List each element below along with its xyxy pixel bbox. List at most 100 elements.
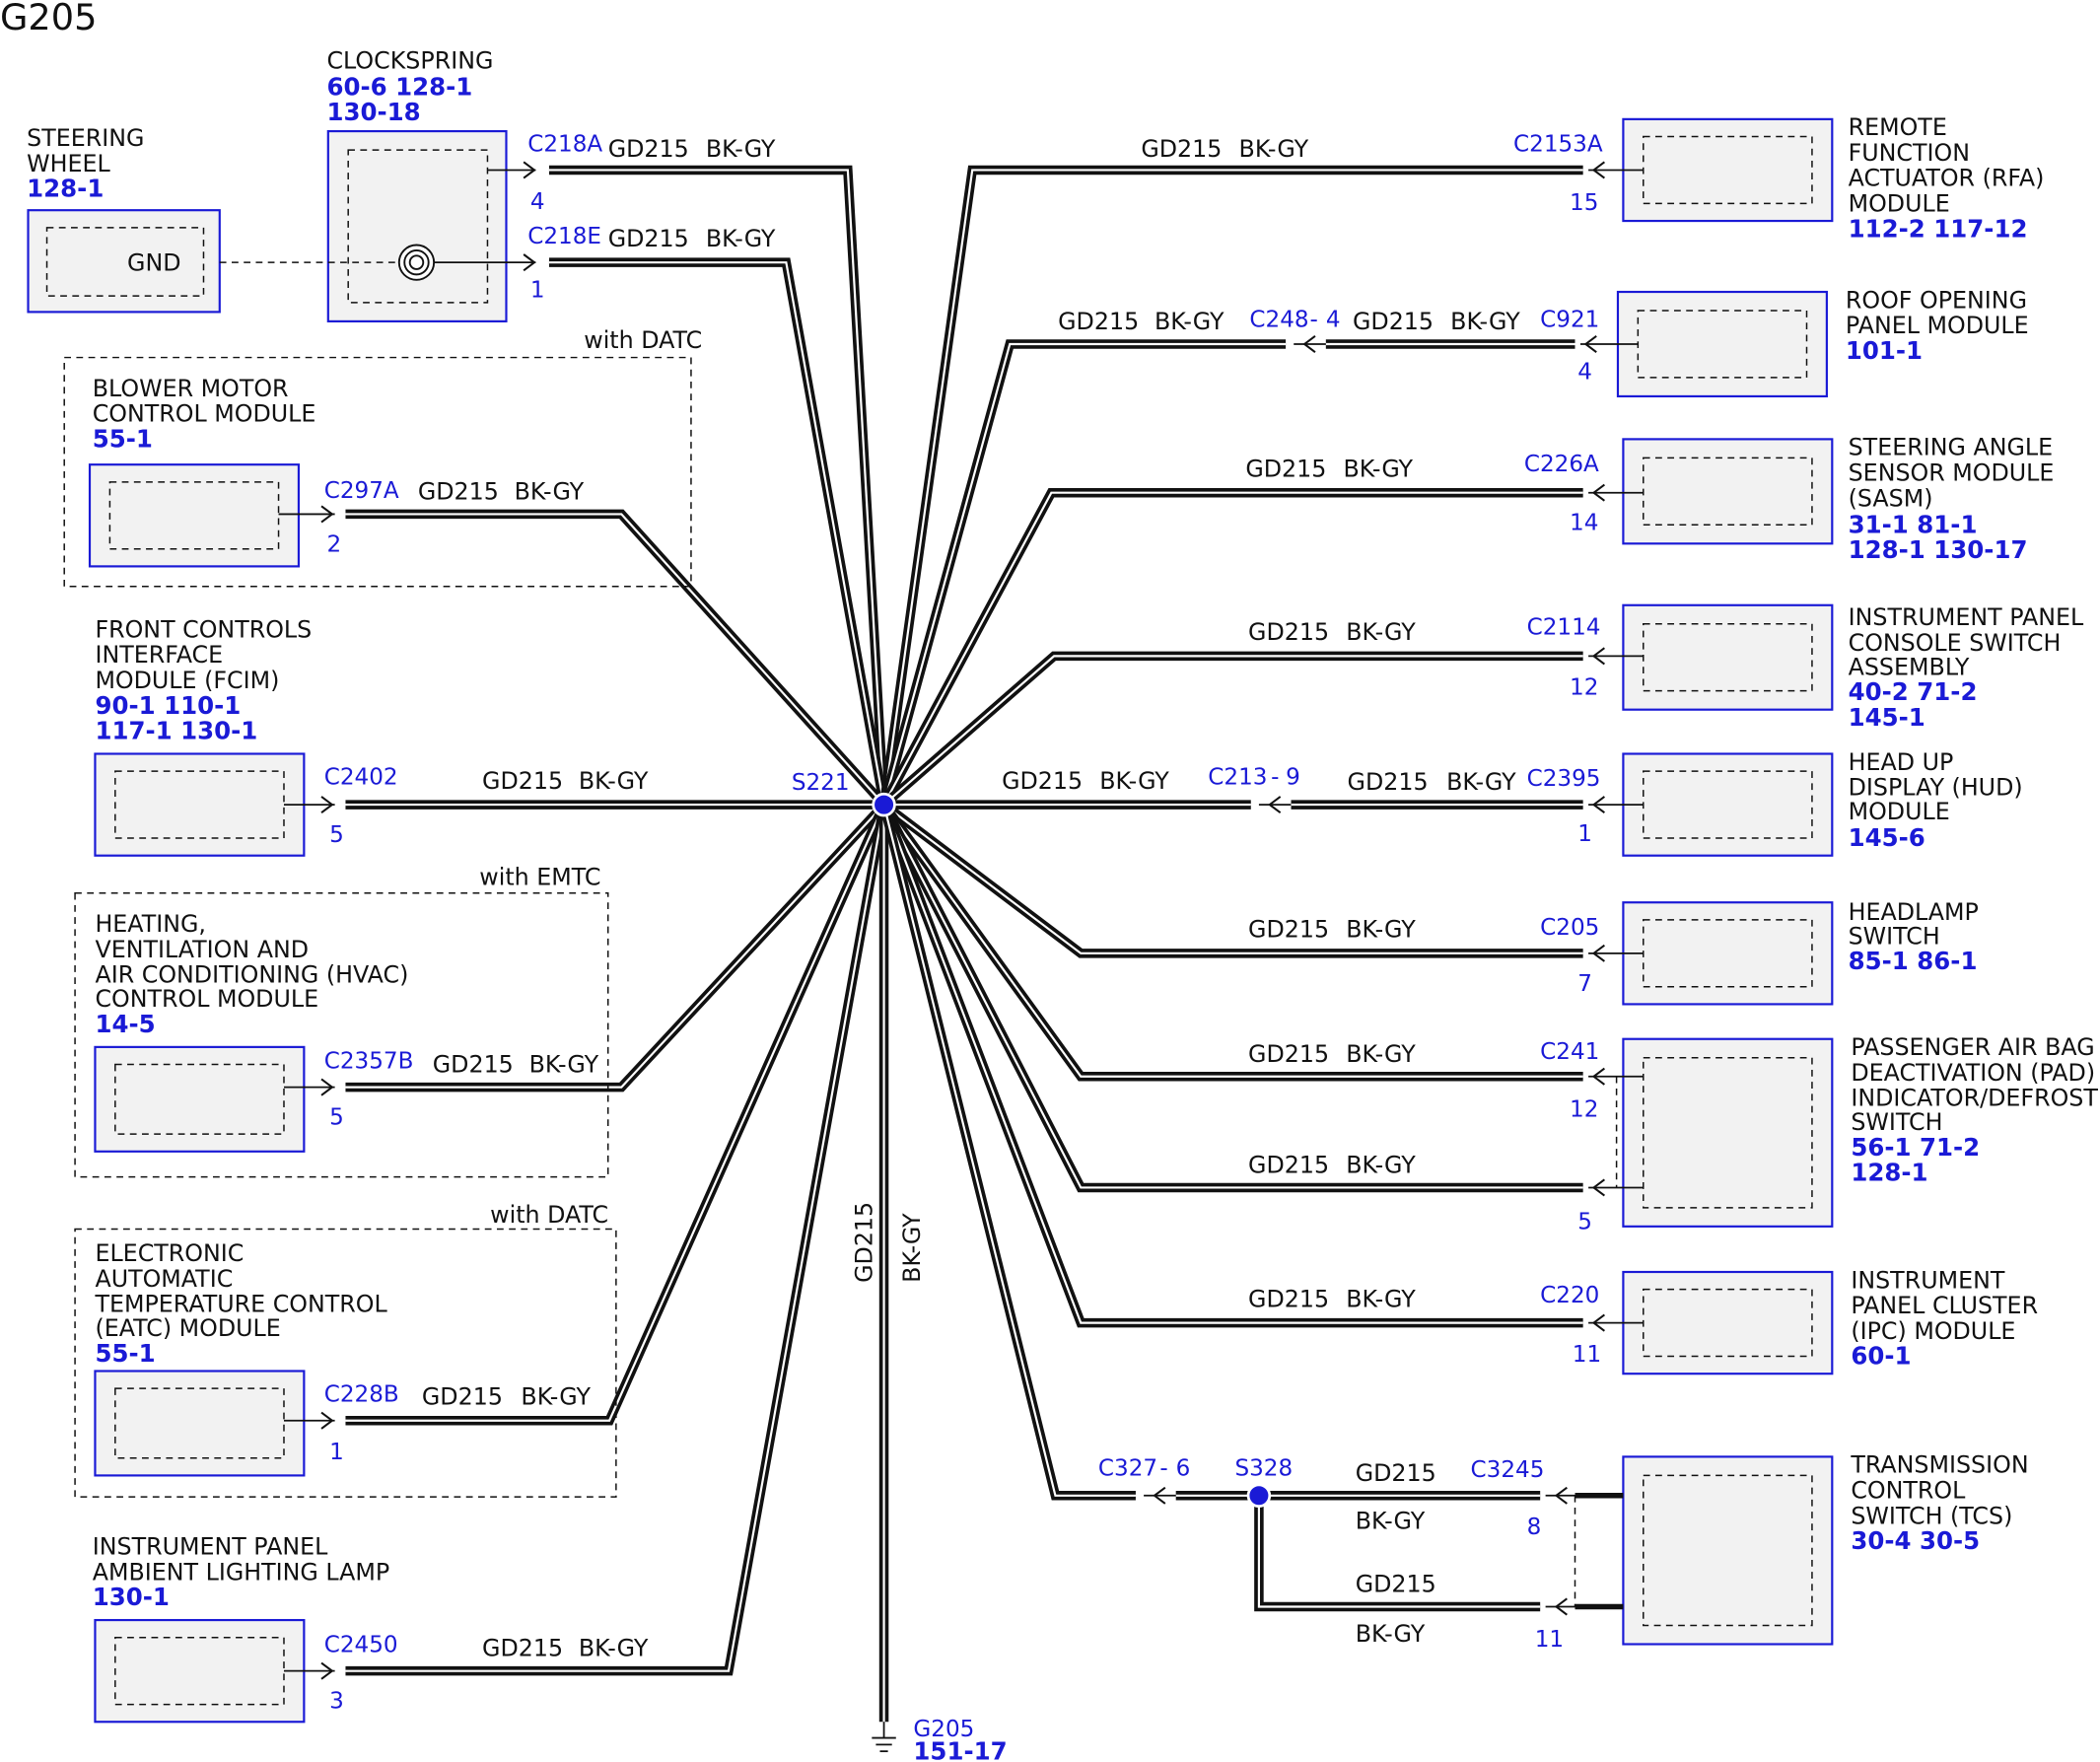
module-sasm: STEERING ANGLE SENSOR MODULE (SASM) 31-1…	[1588, 434, 2054, 564]
connector-pin: 15	[1570, 190, 1598, 216]
module-name-line: STEERING	[27, 124, 144, 152]
connector-pin: 8	[1527, 1515, 1542, 1540]
connector-arrow-icon	[1591, 1067, 1605, 1086]
wire-color-label: BK-GY	[579, 767, 649, 795]
module-name-line: CLOCKSPRING	[326, 46, 493, 74]
module-name-line: INTERFACE	[95, 641, 223, 669]
wire-circuit-label: GD215	[1141, 135, 1222, 163]
connector-pin: 4	[1577, 359, 1592, 385]
wire-ipc	[879, 803, 1583, 1328]
splice-s328-label: S328	[1234, 1455, 1293, 1481]
ground-name: G205	[913, 1717, 974, 1742]
wire-circuit-label: GD215	[1002, 767, 1083, 795]
module-steering-wheel: GND STEERING WHEEL 128-1	[27, 124, 221, 314]
module-ref: 55-1	[93, 425, 153, 454]
wire-circuit-label: GD215	[422, 1382, 503, 1410]
connector-name: C241	[1540, 1039, 1599, 1065]
connector-arrow-icon	[1591, 796, 1605, 814]
wire-color-label: BK-GY	[706, 225, 776, 252]
connector-name: C921	[1540, 307, 1599, 332]
wire-color-label: BK-GY	[1239, 135, 1309, 163]
wire-circuit-label: GD215	[1245, 455, 1326, 482]
module-name-line: STEERING ANGLE	[1849, 434, 2054, 461]
connector-arrow-icon	[1591, 161, 1605, 179]
module-name-line: BLOWER MOTOR	[93, 375, 289, 402]
wire-circuit-label: GD215	[1248, 1040, 1329, 1068]
connector-pin: 5	[1577, 1210, 1592, 1235]
connector-c205: C205 7	[1540, 915, 1605, 997]
connector-pin-separator: -	[1271, 765, 1279, 791]
module-pad-switch: PASSENGER AIR BAG DEACTIVATION (PAD) IND…	[1588, 1033, 2098, 1228]
wire-color-label: BK-GY	[1099, 767, 1169, 795]
connector-c921: C921 4	[1540, 307, 1599, 385]
wire-harness	[345, 165, 1583, 1723]
connector-name: C220	[1540, 1283, 1599, 1308]
module-tcs: TRANSMISSION CONTROL SWITCH (TCS) 30-4 3…	[1574, 1451, 2029, 1646]
wire-pad-5	[879, 802, 1583, 1193]
connector-c218a: C218A 4	[523, 131, 602, 215]
wire-hvac	[345, 801, 888, 1092]
group-label: with DATC	[584, 326, 702, 354]
module-name-line: ELECTRONIC	[95, 1239, 244, 1267]
module-name-line: HEATING,	[95, 910, 206, 938]
connector-pin: 1	[1577, 821, 1592, 847]
wire-headlamp	[880, 801, 1583, 958]
wire-color-label: BK-GY	[1346, 1285, 1416, 1312]
wire-circuit-label: GD215	[608, 225, 689, 252]
connector-pin: 14	[1570, 511, 1598, 536]
connector-pin: 5	[329, 1105, 344, 1131]
module-name-line: PANEL CLUSTER	[1851, 1292, 2038, 1319]
module-name-line: ROOF OPENING	[1846, 286, 2027, 314]
module-name-line: FUNCTION	[1849, 139, 1970, 167]
connector-name: C2114	[1527, 615, 1601, 641]
diagram-title: G205	[0, 0, 97, 38]
connector-arrow-icon	[1583, 335, 1597, 353]
connector-pin: 12	[1570, 675, 1598, 701]
internal-ground-label: GND	[127, 248, 180, 276]
splice-s328: S328	[1234, 1455, 1293, 1508]
group-hvac-emtc: with EMTC	[74, 864, 609, 1178]
wire-tcs-11	[1254, 1495, 1541, 1612]
module-ref: 14-5	[95, 1010, 155, 1038]
module-name-line: INSTRUMENT PANEL	[1849, 603, 2084, 631]
wire-clockspring-c218e	[548, 257, 889, 806]
connector-pin: 1	[329, 1440, 344, 1465]
wire-roof	[878, 339, 1575, 807]
left-wire-labels: GD215 BK-GY GD215 BK-GY GD215 BK-GY GD21…	[418, 135, 776, 1662]
connector-name: C327	[1098, 1455, 1157, 1481]
wire-tcs-trunk	[878, 803, 1541, 1501]
wire-circuit-label: GD215	[1248, 1152, 1329, 1179]
module-eatc: ELECTRONIC AUTOMATIC TEMPERATURE CONTROL…	[94, 1239, 387, 1477]
module-name-line: AUTOMATIC	[95, 1265, 233, 1293]
connector-name: C218E	[527, 224, 601, 249]
module-ref: 145-6	[1849, 823, 1925, 852]
wire-circuit-label: GD215	[482, 767, 563, 795]
wire-color-label: BK-GY	[1346, 1040, 1416, 1068]
connector-c241: C241 12 5	[1540, 1039, 1605, 1235]
module-ref: 40-2 71-2	[1849, 677, 1978, 706]
ground-ref: 151-17	[913, 1736, 1007, 1762]
module-ref: 60-6 128-1	[326, 72, 472, 101]
module-name-line: DEACTIVATION (PAD)	[1851, 1059, 2095, 1087]
module-ambient-lighting-lamp: INSTRUMENT PANEL AMBIENT LIGHTING LAMP 1…	[93, 1533, 389, 1724]
wire-sasm	[879, 487, 1583, 808]
module-name-line: ASSEMBLY	[1849, 653, 1970, 680]
group-label: with DATC	[490, 1201, 608, 1229]
connector-arrow-icon	[1591, 647, 1605, 666]
module-ref: 101-1	[1846, 336, 1923, 365]
module-ref: 56-1 71-2	[1851, 1133, 1980, 1162]
module-name-line: MODULE (FCIM)	[95, 667, 279, 694]
module-clockspring: CLOCKSPRING 60-6 128-1 130-18	[326, 46, 536, 322]
connector-pin: 3	[329, 1689, 344, 1715]
inline-connector-c213: C213 - 9	[1208, 765, 1300, 814]
group-eatc-datc: with DATC	[74, 1201, 617, 1498]
module-name-line: CONSOLE SWITCH	[1849, 629, 2062, 657]
module-name-line: (EATC) MODULE	[95, 1314, 280, 1342]
wire-color-label: BK-GY	[1346, 618, 1416, 646]
module-ref: 85-1 86-1	[1849, 947, 1978, 975]
connector-arrow-icon	[320, 1078, 334, 1096]
module-ref: 60-1	[1851, 1342, 1911, 1371]
connector-name: C205	[1540, 915, 1599, 941]
wire-console	[880, 651, 1583, 809]
connector-arrow-icon	[320, 796, 334, 814]
